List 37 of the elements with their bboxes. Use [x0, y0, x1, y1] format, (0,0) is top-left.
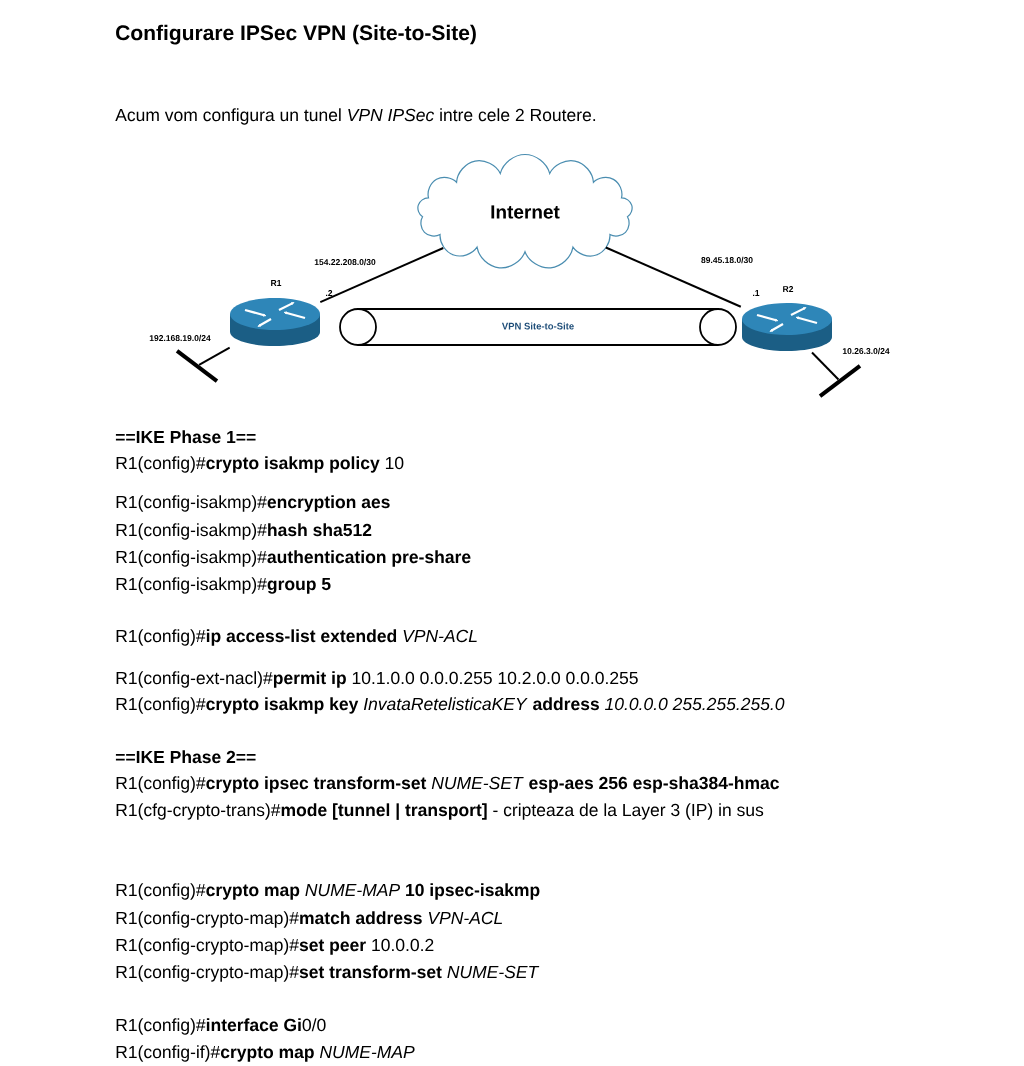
code-line: R1(config-if)#crypto map NUME-MAP: [116, 1045, 415, 1062]
network-segment-bar: [175, 349, 219, 383]
code-line: R1(config-crypto-map)#set transform-set NUME-SET: [116, 965, 540, 982]
code-line: R1(config)#crypto ipsec transform-set NUME-SET esp-aes 256 esp-sha384-hmac: [116, 776, 779, 793]
interface-label: .1: [753, 290, 760, 296]
network-address-label: 89.45.18.0/30: [701, 256, 753, 264]
code-line: R1(config-isakmp)#encryption aes: [116, 495, 390, 512]
code-line: R1(config)#crypto isakmp key InvataRetelisticaKEY address 10.0.0.0 255.255.255.0: [116, 697, 785, 714]
code-line: R1(cfg-crypto-trans)#mode [tunnel | transport] - cripteaza de la Layer 3 (IP) in sus: [116, 803, 764, 820]
interface-label: .2: [326, 290, 333, 296]
section-heading: ==IKE Phase 1==: [115, 430, 256, 444]
connection-line: [604, 246, 742, 308]
section-heading: ==IKE Phase 2==: [115, 750, 256, 764]
network-address-label: 154.22.208.0/30: [314, 258, 376, 266]
code-line: R1(config-crypto-map)#match address VPN-ACL: [116, 911, 502, 928]
router-label: R2: [783, 286, 794, 292]
connection-line: [198, 346, 231, 366]
code-line: R1(config-isakmp)#group 5: [116, 577, 331, 594]
code-line: R1(config)#ip access-list extended VPN-ACL: [116, 629, 477, 646]
network-segment-bar: [818, 364, 862, 398]
code-line: R1(config-crypto-map)#set peer 10.0.0.2: [116, 938, 434, 955]
code-line: R1(config)#interface Gi0/0: [116, 1018, 326, 1035]
cloud: Internet: [417, 153, 633, 269]
code-line: R1(config-ext-nacl)#permit ip 10.1.0.0 0.0.0.255 10.2.0.0 0.0.0.255: [116, 671, 638, 688]
vpn-tunnel: VPN Site-to-Site: [339, 308, 737, 346]
code-line: R1(config-isakmp)#hash sha512: [116, 523, 372, 540]
paragraph: Acum vom configura un tunel VPN IPSec intre cele 2 Routere.: [115, 108, 596, 125]
connection-line: [319, 246, 445, 304]
code-line: R1(config-isakmp)#authentication pre-share: [116, 550, 471, 567]
title: Configurare IPSec VPN (Site-to-Site): [116, 24, 476, 45]
network-address-label: 10.26.3.0/24: [842, 347, 890, 355]
router-label: R1: [271, 280, 282, 286]
network-address-label: 192.168.19.0/24: [149, 334, 211, 342]
code-line: R1(config)#crypto isakmp policy 10: [116, 456, 404, 473]
code-line: R1(config)#crypto map NUME-MAP 10 ipsec-isakmp: [116, 883, 540, 900]
connection-line: [811, 351, 840, 381]
node-label: VPN Site-to-Site: [501, 322, 574, 330]
